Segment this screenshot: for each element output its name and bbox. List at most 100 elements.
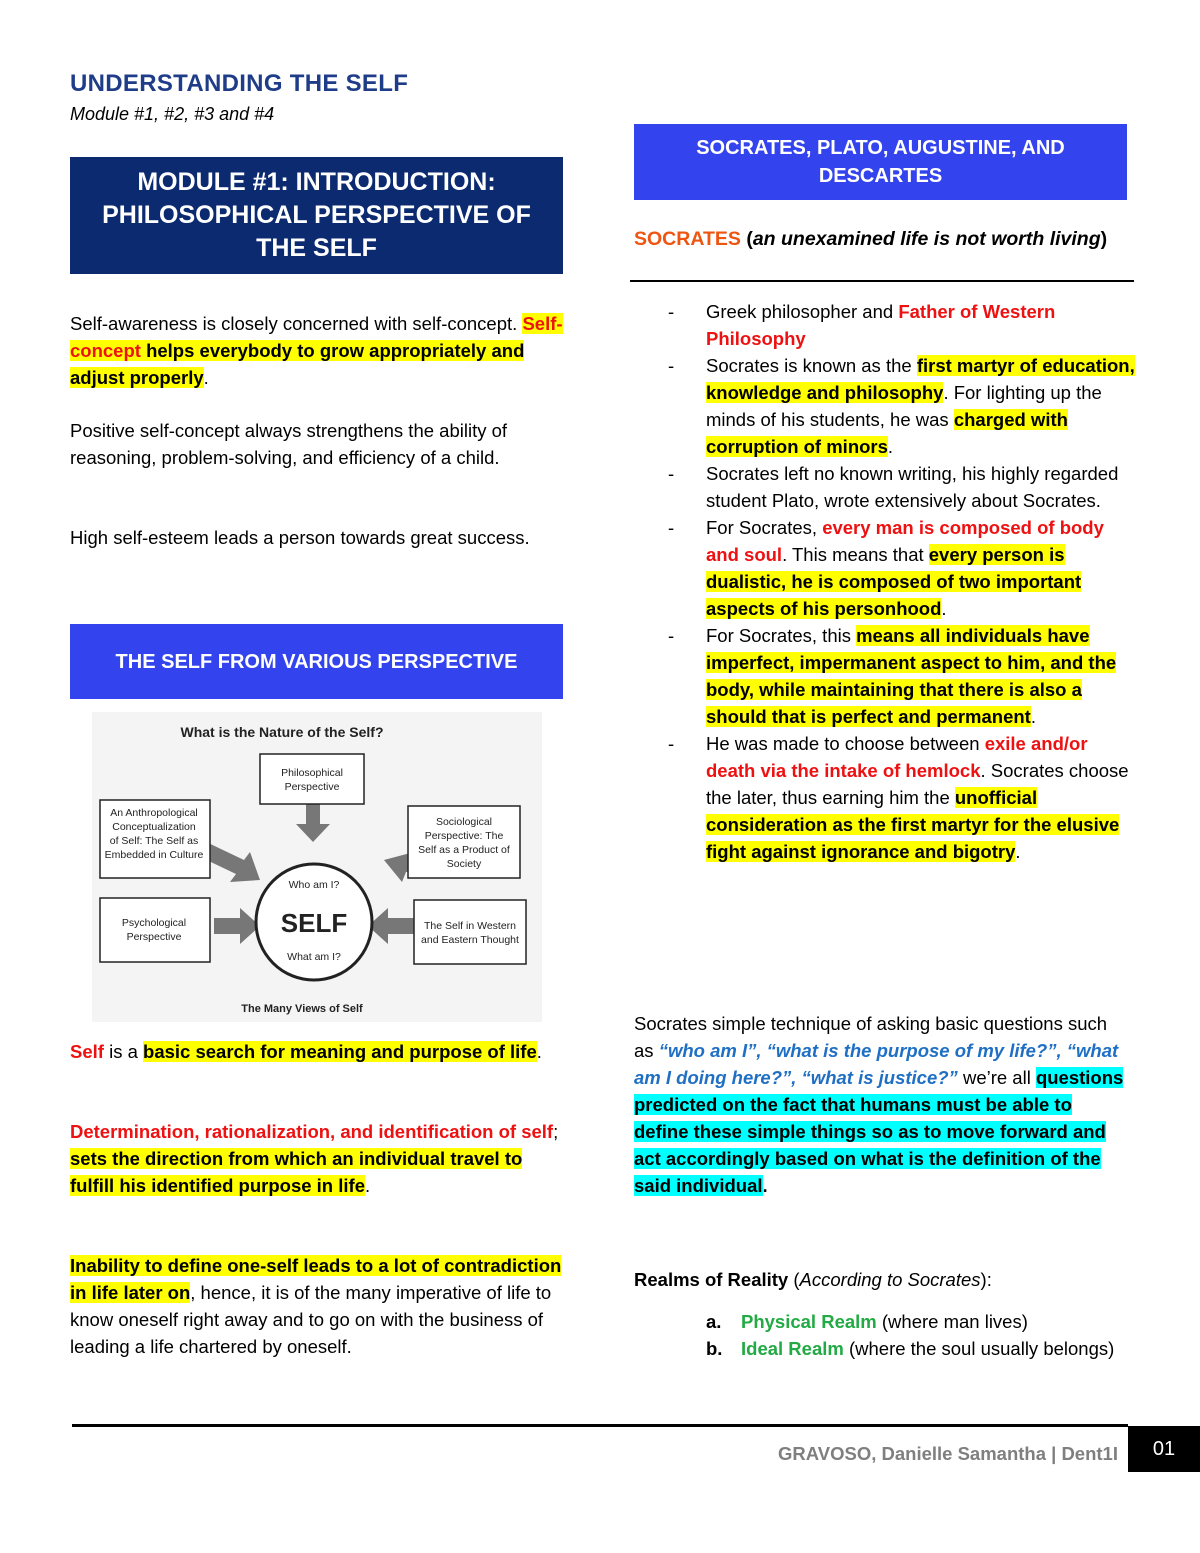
socrates-name: SOCRATES	[634, 228, 741, 250]
anthropological-label-3: of Self: The Self as	[110, 835, 199, 847]
text: .	[364, 1175, 371, 1196]
anthropological-label-4: Embedded in Culture	[105, 849, 204, 861]
inability-paragraph: Inability to define one-self leads to a …	[70, 1252, 565, 1360]
text: According to Socrates	[799, 1269, 981, 1290]
philosophical-label-1: Philosophical	[281, 767, 343, 779]
text: He was made to choose between	[706, 733, 985, 754]
arrow-right-icon	[214, 908, 260, 944]
highlight-text: helps everybody to grow appropriately an…	[70, 340, 525, 388]
sociological-label-3: Self as a Product of	[418, 844, 510, 856]
list-item: Socrates left no known writing, his high…	[668, 460, 1138, 514]
text: , hence, it is of the many imperative of…	[70, 1282, 552, 1357]
list-item: Greek philosopher and Father of Western …	[668, 298, 1138, 352]
list-marker: b.	[706, 1338, 723, 1359]
text: (	[740, 228, 753, 250]
self-definition-paragraph: Self is a basic search for meaning and p…	[70, 1038, 565, 1065]
text: is a	[103, 1041, 144, 1062]
text: (	[788, 1269, 800, 1290]
socrates-quote: an unexamined life is not worth living	[752, 228, 1101, 250]
heading-divider	[630, 280, 1134, 282]
text: Socrates is known as the	[706, 355, 917, 376]
center-top-label: Who am I?	[289, 879, 340, 891]
text: ;	[553, 1121, 559, 1142]
highlight-red-text: Self-concept	[70, 313, 563, 361]
philosophical-label-2: Perspective	[285, 781, 340, 793]
philosophical-box	[259, 753, 365, 805]
list-item: Socrates is known as the first martyr of…	[668, 352, 1138, 460]
diagram-title: What is the Nature of the Self?	[180, 724, 383, 740]
arrow-left-icon	[368, 908, 414, 944]
arrow-left-icon	[384, 852, 422, 882]
text: For Socrates, this	[706, 625, 857, 646]
self-esteem-paragraph: High self-esteem leads a person towards …	[70, 527, 530, 548]
list-item: For Socrates, every man is composed of b…	[668, 514, 1138, 622]
page-number: 01	[1128, 1426, 1200, 1472]
nature-of-self-diagram: What is the Nature of the Self? Philosop…	[92, 712, 542, 1022]
western-eastern-label-1: The Self in Western	[424, 920, 516, 932]
red-text: exile and/or death via the intake of hem…	[706, 733, 1088, 781]
anthropological-box	[99, 799, 211, 879]
green-text: Ideal Realm	[741, 1338, 844, 1359]
red-text: every man is composed of body and soul	[706, 517, 1104, 565]
text: . For lighting up the minds of his stude…	[706, 382, 1102, 430]
text: .	[1015, 841, 1021, 862]
text: Realms of Reality	[634, 1269, 789, 1290]
center-bottom-label: What am I?	[287, 951, 341, 963]
text: (where man lives)	[876, 1311, 1028, 1332]
module1-banner: MODULE #1: INTRODUCTION: PHILOSOPHICAL P…	[70, 157, 563, 274]
text: .	[1030, 706, 1036, 727]
red-text: Determination, rationalization, and iden…	[70, 1121, 554, 1142]
footer-divider	[72, 1424, 1128, 1427]
socrates-heading: SOCRATES (an unexamined life is not wort…	[634, 226, 1134, 253]
psychological-label-2: Perspective	[127, 931, 182, 943]
text: .	[887, 436, 894, 457]
psychological-label-1: Psychological	[122, 917, 186, 929]
text: )	[1100, 228, 1108, 250]
highlight-text: sets the direction from which an individ…	[70, 1148, 523, 1196]
socrates-bullet-list: Greek philosopher and Father of Western …	[668, 298, 1138, 865]
document-title: UNDERSTANDING THE SELF	[70, 70, 409, 97]
greek-philosophers-banner: SOCRATES, PLATO, AUGUSTINE, AND DESCARTE…	[634, 124, 1127, 200]
anthropological-label-1: An Anthropological	[110, 807, 198, 819]
anthropological-label-2: Conceptualization	[112, 821, 196, 833]
text: we’re all	[957, 1067, 1036, 1088]
text: .	[203, 367, 209, 388]
list-item: He was made to choose between exile and/…	[668, 730, 1138, 865]
text: .	[762, 1175, 768, 1196]
text: .	[941, 598, 947, 619]
arrow-down-icon	[296, 804, 330, 842]
text: Self-awareness is closely concerned with…	[70, 313, 523, 334]
red-text: Self	[70, 1041, 104, 1062]
list-marker: a.	[706, 1311, 722, 1332]
self-awareness-paragraph: Self-awareness is closely concerned with…	[70, 310, 565, 391]
text: Socrates simple technique of asking basi…	[634, 1013, 1108, 1061]
sociological-label-2: Perspective: The	[425, 830, 504, 842]
list-item: a. Physical Realm (where man lives)	[706, 1308, 1126, 1335]
green-text: Physical Realm	[741, 1311, 877, 1332]
list-item: For Socrates, this means all individuals…	[668, 622, 1138, 730]
text: ):	[980, 1269, 992, 1290]
realms-list: a. Physical Realm (where man lives) b. Ide…	[706, 1308, 1126, 1362]
center-self-label: SELF	[281, 908, 347, 938]
realms-heading: Realms of Reality (According to Socrates…	[634, 1266, 1126, 1293]
blue-questions-text: “who am I”, “what is the purpose of my l…	[634, 1040, 1119, 1088]
psychological-box	[99, 897, 211, 963]
footer-author: GRAVOSO, Danielle Samantha | Dent1I	[778, 1443, 1118, 1464]
highlight-text: basic search for meaning and purpose of …	[143, 1041, 537, 1062]
text: Greek philosopher and	[706, 301, 899, 322]
text: For Socrates,	[706, 517, 823, 538]
positive-self-concept-paragraph: Positive self-concept always strengthens…	[70, 420, 508, 468]
western-eastern-label-2: and Eastern Thought	[421, 934, 519, 946]
diagram-caption: The Many Views of Self	[241, 1003, 363, 1015]
socrates-technique-paragraph: Socrates simple technique of asking basi…	[634, 1010, 1126, 1199]
sociological-label-4: Society	[447, 858, 482, 870]
text: . This means that	[782, 544, 929, 565]
determination-paragraph: Determination, rationalization, and iden…	[70, 1118, 565, 1199]
sociological-box	[407, 805, 521, 879]
red-text: Father of Western Philosophy	[706, 301, 1056, 349]
sociological-label-1: Sociological	[436, 816, 492, 828]
self-circle	[254, 862, 374, 982]
text: .	[536, 1041, 542, 1062]
self-various-perspective-banner: THE SELF FROM VARIOUS PERSPECTIVE	[70, 624, 563, 699]
text: (where the soul usually belongs)	[843, 1338, 1115, 1359]
